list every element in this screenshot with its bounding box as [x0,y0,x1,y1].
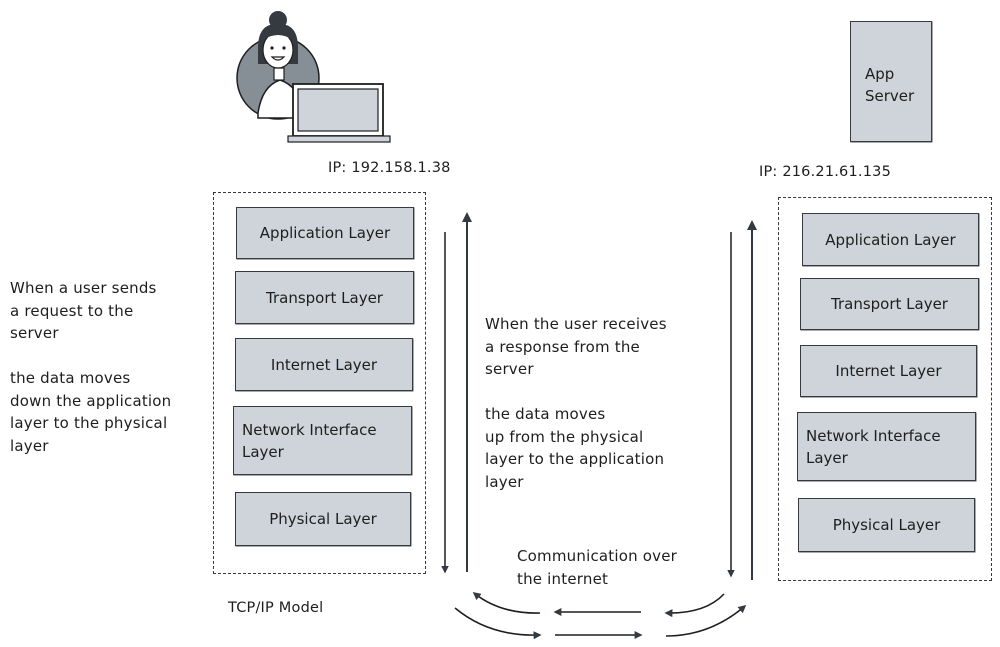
internet-return-arrow-right [664,593,725,618]
internet-return-arrow-left [472,591,541,614]
client-internet-layer: Internet Layer [235,338,413,391]
client-ip-label: IP: 192.158.1.38 [328,160,451,176]
app-server-label: App Server [865,65,915,105]
internet-send-arrow-right [665,604,747,637]
client-user-icon [236,8,396,148]
internet-send-arrow-left [454,607,542,640]
client-transport-layer: Transport Layer [235,271,414,324]
client-tcpip-stack [213,192,426,574]
client-physical-layer: Physical Layer [235,492,411,546]
tcpip-model-caption: TCP/IP Model [228,600,324,616]
internet-communication-note: Communication over the internet [517,547,678,588]
server-network-interface-layer: Network Interface Layer [797,412,976,481]
client-application-layer: Application Layer [236,207,414,259]
server-ip-label: IP: 216.21.61.135 [759,164,891,180]
server-application-layer: Application Layer [802,213,979,266]
server-transport-layer: Transport Layer [800,278,979,330]
server-internet-layer: Internet Layer [800,345,977,397]
server-tcpip-stack [778,197,992,581]
app-server-box: App Server [850,21,932,142]
server-physical-layer: Physical Layer [798,498,975,552]
send-request-note: When a user sends a request to the serve… [10,279,172,455]
receive-response-note: When the user receives a response from t… [485,315,667,491]
client-network-interface-layer: Network Interface Layer [233,406,412,475]
